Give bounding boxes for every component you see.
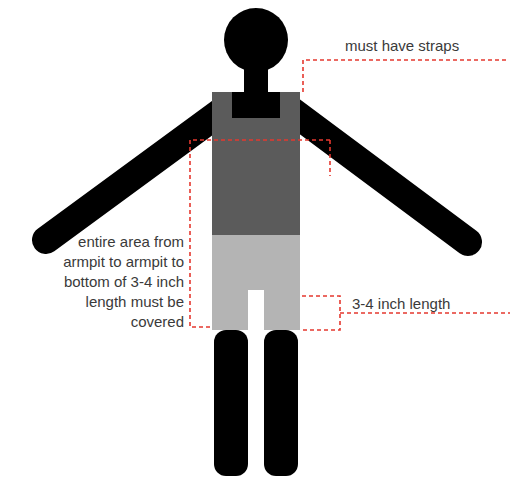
swimsuit-top (212, 92, 300, 236)
head (224, 8, 288, 72)
leader-lines (190, 60, 510, 330)
right-arm (288, 108, 468, 242)
callout-label: 3-4 inch length (352, 294, 502, 314)
length-leader (340, 312, 510, 314)
right-leg (264, 330, 298, 476)
coverage-bracket-right (329, 140, 331, 176)
callout-label: entire area from armpit to armpit to bot… (62, 232, 184, 332)
left-leg (214, 330, 248, 476)
coverage-bracket (190, 140, 330, 327)
left-arm (46, 108, 226, 240)
callout-label: must have straps (345, 36, 505, 56)
swimsuit-shorts (212, 235, 300, 330)
leg-gap (248, 290, 264, 330)
straps-leader (303, 60, 508, 92)
neckline (232, 92, 280, 118)
length-bracket (302, 296, 340, 330)
